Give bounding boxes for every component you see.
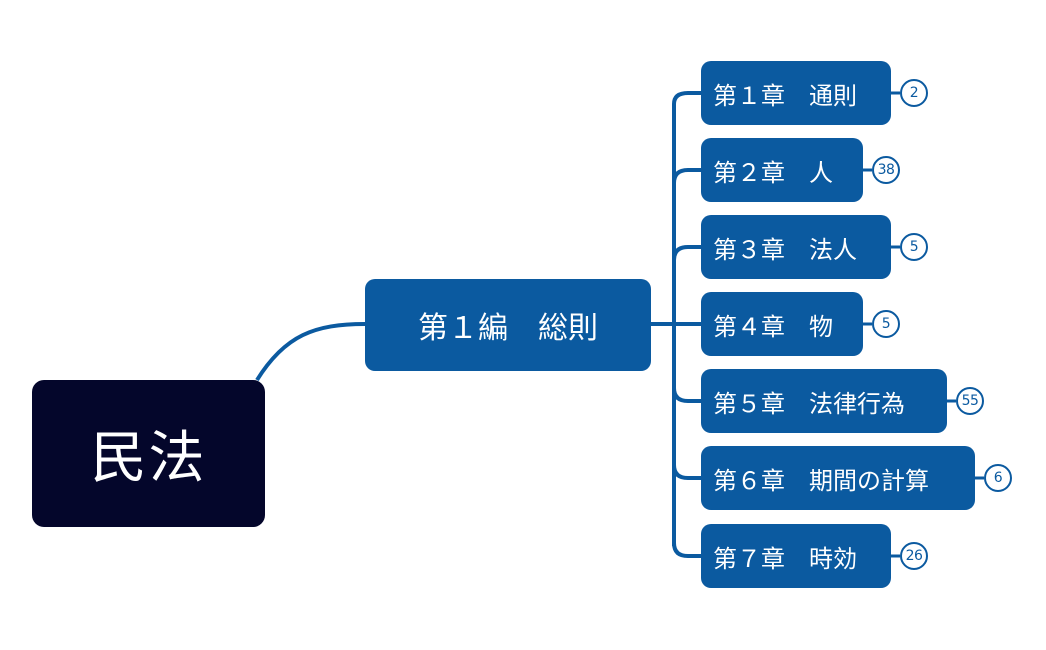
chapter-count-badge-7: 26 [900, 542, 928, 570]
chapter-node-3[interactable]: 第３章 法人 [701, 215, 891, 279]
chapter-label: 第３章 法人 [713, 235, 857, 264]
connector-branch-5 [672, 387, 701, 403]
chapter-count-badge-2: 38 [872, 156, 900, 184]
part-node[interactable]: 第１編 総則 [365, 279, 651, 371]
chapter-label: 第２章 人 [713, 158, 833, 187]
count-value: 5 [881, 316, 891, 332]
chapter-node-6[interactable]: 第６章 期間の計算 [701, 446, 975, 510]
root-node-label: 民法 [90, 426, 207, 491]
chapter-label: 第４章 物 [713, 312, 833, 341]
connector-branch-1 [672, 91, 701, 105]
root-node[interactable]: 民法 [32, 380, 265, 527]
connector-root-part [255, 322, 366, 382]
chapter-label: 第７章 時効 [713, 544, 857, 573]
chapter-count-badge-6: 6 [984, 464, 1012, 492]
chapter-node-2[interactable]: 第２章 人 [701, 138, 863, 202]
count-value: 5 [909, 239, 919, 255]
connector-branch-3 [672, 245, 701, 261]
chapter-node-1[interactable]: 第１章 通則 [701, 61, 891, 125]
count-value: 6 [993, 470, 1003, 486]
chapter-label: 第１章 通則 [713, 81, 857, 110]
connector-branch-7 [672, 542, 701, 558]
chapter-node-4[interactable]: 第４章 物 [701, 292, 863, 356]
count-value: 55 [961, 393, 979, 409]
count-value: 26 [905, 548, 923, 564]
chapter-node-7[interactable]: 第７章 時効 [701, 524, 891, 588]
connector-branch-6 [672, 464, 701, 480]
connector-branch-2 [672, 168, 701, 184]
chapter-count-badge-5: 55 [956, 387, 984, 415]
chapter-count-badge-1: 2 [900, 79, 928, 107]
count-value: 2 [909, 85, 919, 101]
chapter-count-badge-3: 5 [900, 233, 928, 261]
part-node-label: 第１編 総則 [418, 311, 598, 346]
count-value: 38 [877, 162, 895, 178]
chapter-node-5[interactable]: 第５章 法律行為 [701, 369, 947, 433]
chapter-count-badge-4: 5 [872, 310, 900, 338]
chapter-label: 第５章 法律行為 [713, 389, 905, 418]
chapter-label: 第６章 期間の計算 [713, 466, 929, 495]
